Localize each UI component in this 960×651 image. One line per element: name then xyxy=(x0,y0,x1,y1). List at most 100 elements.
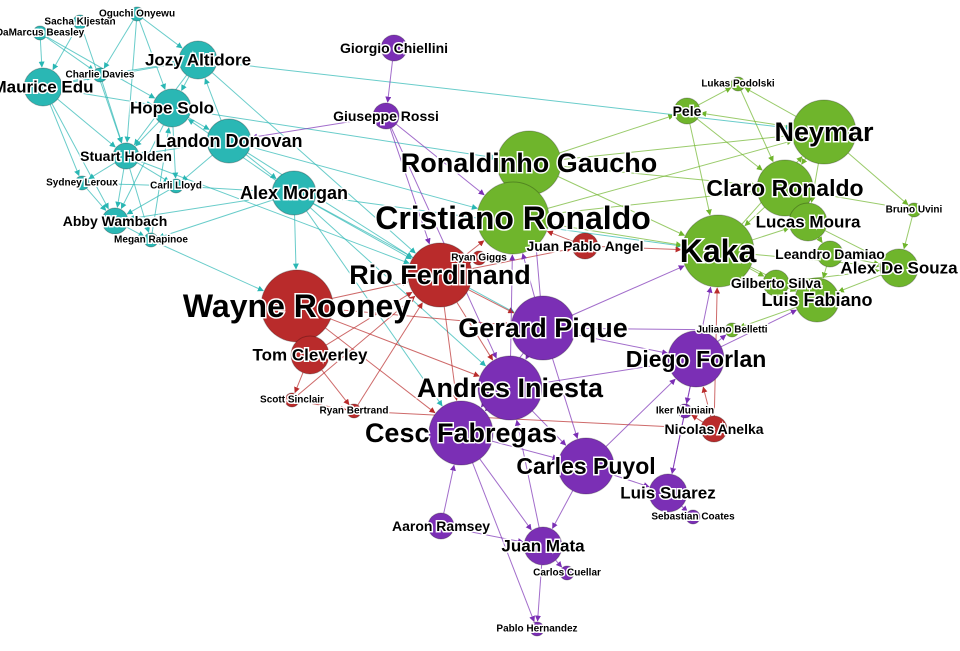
node-forlan[interactable] xyxy=(667,330,725,388)
edge-landon-jozy xyxy=(204,78,222,121)
node-coates[interactable] xyxy=(685,509,701,525)
node-leandro[interactable] xyxy=(816,240,844,268)
node-label-landon: Landon Donovan xyxy=(156,131,303,151)
edge-abby-megan xyxy=(126,226,145,237)
edge-forlan-fabiano xyxy=(720,309,797,348)
node-anelka[interactable] xyxy=(700,415,728,443)
edge-giuseppe-rio xyxy=(389,128,431,245)
edge-cristiano-kaka xyxy=(548,223,683,248)
node-neymar[interactable] xyxy=(791,99,857,165)
node-label-mata: Juan Mata xyxy=(501,537,585,556)
node-giorgio[interactable] xyxy=(380,34,408,62)
edge-alexm-cesc xyxy=(306,210,443,407)
edge-sacha-stuart xyxy=(81,28,123,144)
edge-pique-belletti xyxy=(574,326,725,333)
node-landon[interactable] xyxy=(206,118,252,164)
node-rio[interactable] xyxy=(407,242,473,308)
node-label-suarez: Luis Suarez xyxy=(620,484,715,503)
edge-puyol-forlan xyxy=(605,378,676,447)
edge-iniesta-cristiano xyxy=(509,254,516,357)
node-alexm[interactable] xyxy=(271,170,317,216)
node-tom[interactable] xyxy=(290,335,330,375)
node-damarcus[interactable] xyxy=(32,25,48,41)
edge-forlan-kaka xyxy=(701,286,713,332)
node-label-sacha: Sacha Kljestan xyxy=(44,17,115,28)
node-fabiano[interactable] xyxy=(794,277,840,323)
node-sacha[interactable] xyxy=(72,14,88,30)
node-bruno[interactable] xyxy=(906,202,922,218)
node-label-damarcus: DaMarcus Beasley xyxy=(0,28,85,39)
node-mata[interactable] xyxy=(523,526,563,566)
edge-ronaldinho-pele xyxy=(559,114,675,154)
node-belletti[interactable] xyxy=(724,322,740,338)
node-pique[interactable] xyxy=(510,295,576,361)
node-sydney[interactable] xyxy=(74,175,90,191)
edge-sacha-maurice xyxy=(52,27,77,71)
node-label-ronaldinho: Ronaldinho Gaucho xyxy=(401,148,658,178)
node-ramsey[interactable] xyxy=(427,512,455,540)
node-label-giuseppe: Giuseppe Rossi xyxy=(333,108,439,124)
edge-iniesta-cesc xyxy=(484,404,492,412)
edge-landon-rio xyxy=(247,152,413,258)
node-hope[interactable] xyxy=(152,88,192,128)
node-lucas[interactable] xyxy=(788,202,828,242)
node-megan[interactable] xyxy=(143,232,159,248)
node-iker[interactable] xyxy=(677,403,693,419)
node-kaka[interactable] xyxy=(681,214,755,288)
node-pablo[interactable] xyxy=(529,621,545,637)
node-gilberto[interactable] xyxy=(762,269,790,297)
node-juanpablo[interactable] xyxy=(571,232,599,260)
node-puyol[interactable] xyxy=(557,437,615,495)
node-carli[interactable] xyxy=(168,178,184,194)
node-cristiano[interactable] xyxy=(476,181,550,255)
edge-iker-suarez xyxy=(670,417,685,475)
node-lukas[interactable] xyxy=(730,76,746,92)
node-pele[interactable] xyxy=(673,97,701,125)
node-scott[interactable] xyxy=(284,392,300,408)
node-label-cuellar: Carlos Cuellar xyxy=(533,568,601,579)
edge-suarez-coates xyxy=(681,505,688,512)
node-alexds[interactable] xyxy=(879,248,919,288)
edge-scott-rio xyxy=(297,295,416,396)
node-charlie[interactable] xyxy=(92,67,108,83)
edge-anelka-iker xyxy=(691,414,704,423)
edge-giuseppe-landon xyxy=(251,117,374,140)
edge-stuart-megan xyxy=(129,168,151,233)
node-suarez[interactable] xyxy=(648,473,688,513)
node-maurice[interactable] xyxy=(23,67,63,107)
node-claro[interactable] xyxy=(756,159,814,217)
node-label-pablo: Pablo Hernandez xyxy=(496,624,577,635)
node-cesc[interactable] xyxy=(428,400,494,466)
node-giuseppe[interactable] xyxy=(372,102,400,130)
edge-stuart-carli xyxy=(136,162,170,183)
edge-ryanb-anelka xyxy=(360,410,701,432)
edge-hope-ronaldinho xyxy=(190,110,497,161)
edge-stuart-abby xyxy=(115,168,125,208)
node-oguchi[interactable] xyxy=(129,6,145,22)
node-label-tom: Tom Cleverley xyxy=(253,346,369,365)
node-jozy[interactable] xyxy=(178,40,218,80)
edge-rio-iniesta xyxy=(456,301,494,361)
edge-maurice-jozy xyxy=(61,61,179,85)
node-label-puyol: Carles Puyol xyxy=(516,453,655,479)
node-abby[interactable] xyxy=(101,207,129,235)
edge-alexm-megan xyxy=(158,199,274,239)
edge-alexm-rio xyxy=(312,203,412,260)
node-iniesta[interactable] xyxy=(477,355,543,421)
node-cuellar[interactable] xyxy=(559,565,575,581)
node-ryanb[interactable] xyxy=(346,403,362,419)
edge-rooney-rio xyxy=(332,280,409,299)
edge-mata-pablo xyxy=(534,564,543,622)
node-label-sydney: Sydney Leroux xyxy=(46,178,118,189)
node-stuart[interactable] xyxy=(112,142,140,170)
node-label-oguchi: Oguchi Onyewu xyxy=(99,9,175,20)
edge-neymar-lukas xyxy=(744,87,797,117)
node-label-maurice: Maurice Edu xyxy=(0,78,94,97)
node-label-alexds: Alex De Souza xyxy=(840,259,958,278)
edge-neymar-bruno xyxy=(847,152,909,206)
edge-carli-alexm xyxy=(182,185,272,195)
node-giggs[interactable] xyxy=(471,250,487,266)
node-label-hope: Hope Solo xyxy=(130,99,214,118)
